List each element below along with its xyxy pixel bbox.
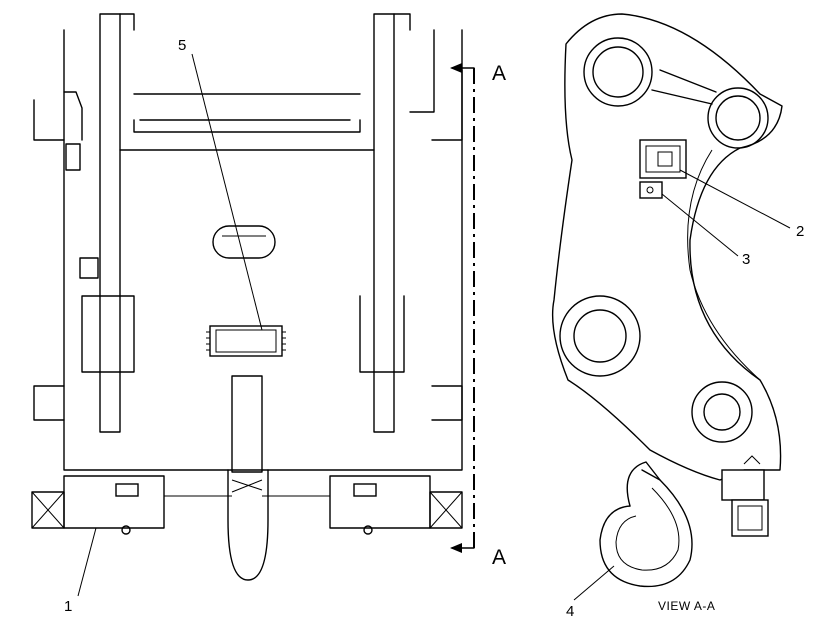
view-caption: VIEW A-A bbox=[658, 599, 715, 613]
display-module bbox=[206, 325, 286, 357]
leader-lines bbox=[77, 53, 791, 601]
section-line-a-a bbox=[450, 63, 475, 553]
callout-3: 3 bbox=[742, 251, 750, 268]
section-mark-top: A bbox=[492, 62, 506, 85]
coupler-side-view bbox=[551, 13, 783, 588]
callout-2: 2 bbox=[796, 223, 804, 240]
id-plate bbox=[639, 181, 663, 199]
section-mark-bottom: A bbox=[492, 546, 506, 569]
callout-1: 1 bbox=[64, 598, 72, 615]
coupler-front-view bbox=[31, 13, 463, 581]
warning-decal bbox=[639, 139, 687, 179]
callout-4: 4 bbox=[566, 603, 574, 620]
connector bbox=[721, 455, 769, 537]
lifting-hook bbox=[599, 461, 693, 588]
callout-5: 5 bbox=[178, 37, 186, 54]
